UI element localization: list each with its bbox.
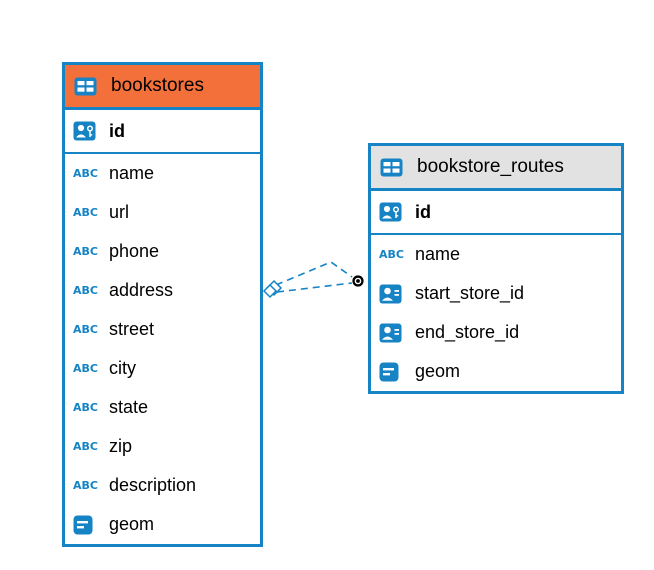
column-row[interactable]: ABC street	[65, 310, 260, 349]
geometry-type-icon	[73, 515, 101, 535]
relation-line-upper	[275, 261, 353, 286]
column-row[interactable]: ABC address	[65, 271, 260, 310]
column-row[interactable]: geom	[371, 352, 621, 391]
primary-key-icon	[73, 121, 101, 141]
column-row[interactable]: ABC url	[65, 193, 260, 232]
column-name: id	[109, 120, 125, 141]
column-name: url	[109, 202, 130, 222]
column-name: street	[109, 319, 155, 339]
table-icon	[380, 158, 408, 177]
column-row[interactable]: ABC state	[65, 388, 260, 427]
column-name: geom	[415, 361, 461, 381]
text-type-icon: ABC	[73, 206, 98, 219]
column-name: description	[109, 475, 197, 495]
text-type-icon: ABC	[73, 245, 98, 258]
column-name: name	[415, 244, 461, 264]
column-name: start_store_id	[415, 283, 525, 303]
column-row[interactable]: ABC city	[65, 349, 260, 388]
table-body: ABC name start_store_id	[371, 235, 621, 391]
relation-connector[interactable]	[258, 252, 370, 300]
column-name: state	[109, 397, 149, 417]
column-row-id[interactable]: id	[65, 110, 260, 154]
table-title: bookstores	[111, 75, 204, 96]
reference-type-icon	[379, 284, 407, 304]
table-header-bookstores[interactable]: bookstores	[65, 65, 260, 110]
primary-key-icon	[379, 202, 407, 222]
table-body: ABC name ABC url ABC phone ABC address A…	[65, 154, 260, 544]
column-name: city	[109, 358, 136, 378]
geometry-type-icon	[379, 362, 407, 382]
relation-dot-marker	[356, 279, 360, 283]
text-type-icon: ABC	[73, 401, 98, 414]
table-bookstore-routes[interactable]: bookstore_routes id ABC name	[368, 143, 624, 394]
column-name: geom	[109, 514, 155, 534]
column-row[interactable]: ABC phone	[65, 232, 260, 271]
text-type-icon: ABC	[73, 323, 98, 336]
column-row[interactable]: ABC description	[65, 466, 260, 505]
column-name: phone	[109, 241, 160, 261]
column-row[interactable]: geom	[65, 505, 260, 544]
relation-diamond-marker	[262, 283, 278, 299]
table-icon	[74, 77, 102, 96]
column-row[interactable]: end_store_id	[371, 313, 621, 352]
text-type-icon: ABC	[73, 479, 98, 492]
table-title: bookstore_routes	[417, 156, 564, 177]
table-bookstores[interactable]: bookstores id ABC name ABC	[62, 62, 263, 547]
text-type-icon: ABC	[73, 362, 98, 375]
column-name: end_store_id	[415, 322, 520, 342]
column-row[interactable]: ABC zip	[65, 427, 260, 466]
text-type-icon: ABC	[73, 440, 98, 453]
text-type-icon: ABC	[73, 284, 98, 297]
column-row[interactable]: ABC name	[65, 154, 260, 193]
text-type-icon: ABC	[73, 167, 98, 180]
table-header-bookstore-routes[interactable]: bookstore_routes	[371, 146, 621, 191]
column-name: name	[109, 163, 155, 183]
column-row[interactable]: start_store_id	[371, 274, 621, 313]
column-name: zip	[109, 436, 133, 456]
reference-type-icon	[379, 323, 407, 343]
column-row[interactable]: ABC name	[371, 235, 621, 274]
relation-line-lower	[276, 282, 353, 293]
column-row-id[interactable]: id	[371, 191, 621, 235]
column-name: id	[415, 201, 431, 222]
text-type-icon: ABC	[379, 248, 404, 261]
column-name: address	[109, 280, 174, 300]
